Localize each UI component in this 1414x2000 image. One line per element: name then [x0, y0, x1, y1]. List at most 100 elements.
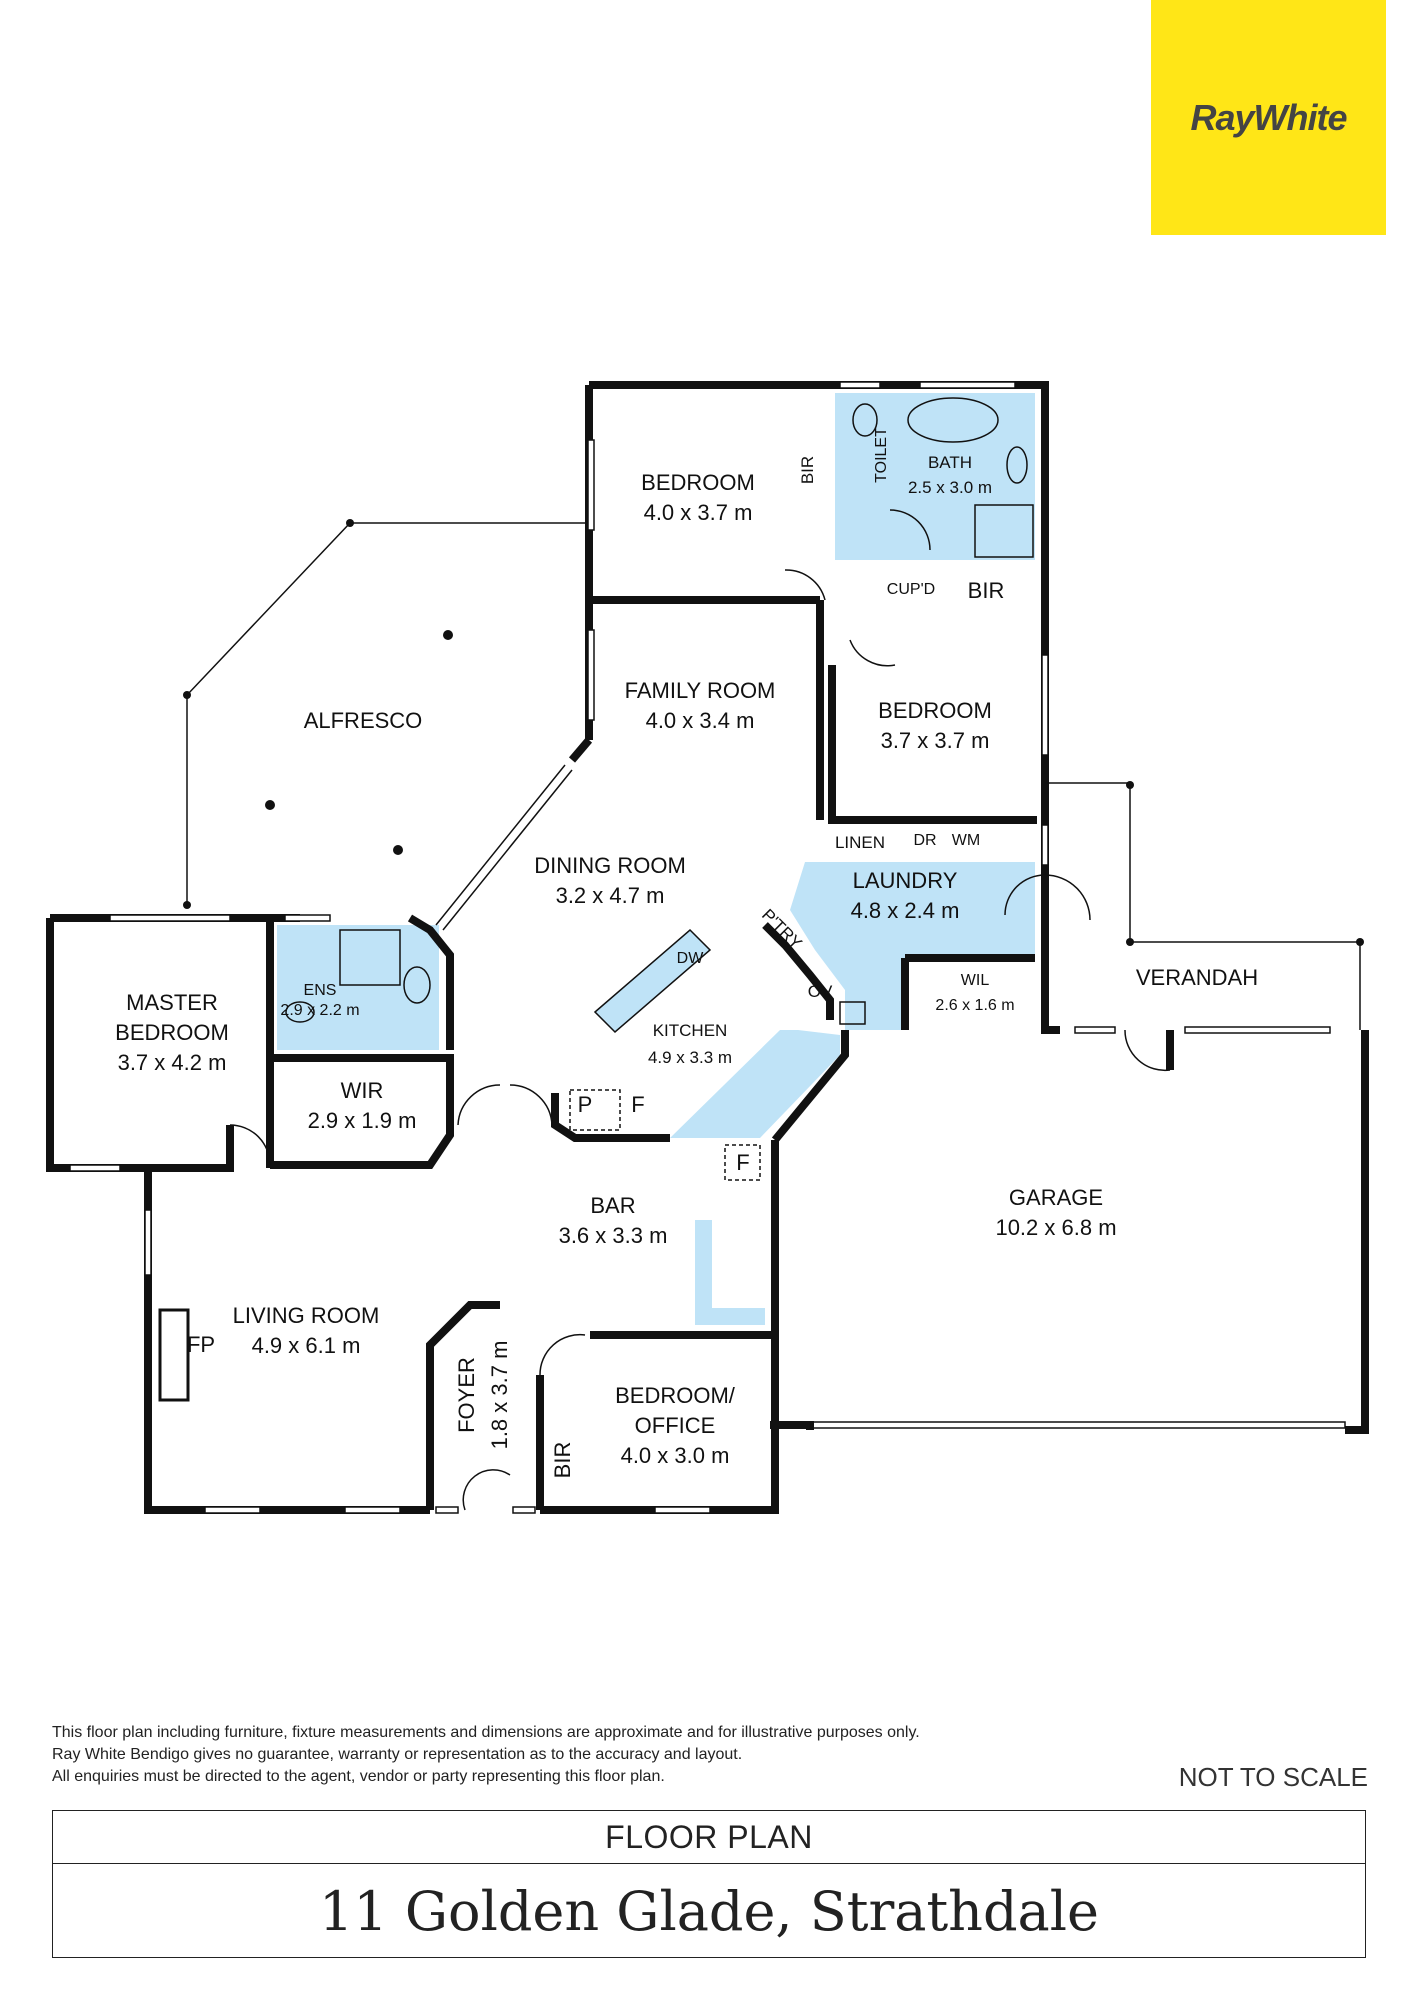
- logo-text: RayWhite: [1190, 96, 1347, 138]
- bir-top-label: BIR: [798, 456, 817, 484]
- fireplace: [158, 1308, 190, 1402]
- kitchen-island: [593, 928, 712, 1034]
- bir-right-label: BIR: [968, 578, 1005, 603]
- room-labels: BEDROOM 4.0 x 3.7 m BIR TOILET BATH 2.5 …: [115, 427, 1258, 1478]
- dr-label: DR: [913, 832, 936, 849]
- ensuite-toilet: [403, 966, 431, 1004]
- post-dot: [265, 800, 275, 810]
- ensuite-area: [277, 925, 439, 1050]
- garage-size: 10.2 x 6.8 m: [995, 1215, 1116, 1240]
- kitchen-bench-area: [670, 1030, 840, 1138]
- floor-plan: BEDROOM 4.0 x 3.7 m BIR TOILET BATH 2.5 …: [46, 381, 1369, 1514]
- disclaimer-line: All enquiries must be directed to the ag…: [52, 1768, 665, 1785]
- sliding-door: [435, 764, 566, 926]
- family-size: 4.0 x 3.4 m: [646, 708, 755, 733]
- wall-garage-right: [1345, 1030, 1369, 1434]
- ens-name: ENS: [304, 982, 337, 999]
- linen-label: LINEN: [835, 833, 885, 852]
- garage-name: GARAGE: [1009, 1185, 1103, 1210]
- bar-size: 3.6 x 3.3 m: [559, 1223, 668, 1248]
- walls: [46, 381, 1369, 1514]
- alfresco-label: ALFRESCO: [304, 708, 423, 733]
- door-swing-7: [509, 1084, 553, 1126]
- wall-wir: [270, 1054, 454, 1169]
- bath-area: [888, 393, 1035, 560]
- window-verandah: [1074, 1026, 1116, 1034]
- post-dot: [183, 691, 191, 699]
- fridge-space-1: [569, 1089, 621, 1131]
- foyer-size: 1.8 x 3.7 m: [487, 1341, 512, 1450]
- laundry-name: LAUNDRY: [853, 868, 958, 893]
- living-name: LIVING ROOM: [233, 1303, 380, 1328]
- post-dot: [1126, 781, 1134, 789]
- post-dot: [346, 519, 354, 527]
- window-bath: [919, 381, 1016, 389]
- window-bedroom: [587, 439, 595, 531]
- ray-white-logo: RayWhite: [1151, 0, 1386, 235]
- master-line1: MASTER: [126, 990, 218, 1015]
- window-living-1: [204, 1506, 261, 1514]
- wil-size: 2.6 x 1.6 m: [935, 997, 1014, 1014]
- ensuite-shower: [339, 929, 401, 986]
- verandah-label: VERANDAH: [1136, 965, 1258, 990]
- bir-office-label: BIR: [550, 1442, 575, 1479]
- disclaimer-line: Ray White Bendigo gives no guarantee, wa…: [52, 1746, 743, 1763]
- dining-name: DINING ROOM: [534, 853, 686, 878]
- wall-ensuite-diag: [407, 914, 454, 1050]
- door-swing-4: [1004, 874, 1046, 916]
- post-dot: [183, 901, 191, 909]
- window-master-top: [109, 914, 231, 922]
- family-name: FAMILY ROOM: [625, 678, 776, 703]
- window-toilet: [839, 381, 881, 389]
- dw-label: DW: [677, 950, 705, 967]
- alfresco-posts: [183, 519, 1364, 946]
- bath-size: 2.5 x 3.0 m: [908, 478, 992, 497]
- dining-size: 3.2 x 4.7 m: [556, 883, 665, 908]
- window-ensuite: [284, 914, 331, 922]
- bath-name: BATH: [928, 453, 972, 472]
- toilet-label: TOILET: [873, 427, 890, 483]
- laundry-area: [790, 862, 1035, 1030]
- window-bedroom-right: [1041, 654, 1049, 756]
- master-line2: BEDROOM: [115, 1020, 229, 1045]
- office-line2: OFFICE: [635, 1413, 716, 1438]
- fridge-space-2: [724, 1144, 761, 1181]
- laundry-size: 4.8 x 2.4 m: [851, 898, 960, 923]
- thin-lines: [69, 381, 1361, 1514]
- wet-areas: [277, 393, 1035, 1325]
- ens-size: 2.9 x 2.2 m: [280, 1002, 359, 1019]
- sliding-door-2: [442, 769, 573, 931]
- door-swing-1: [784, 569, 826, 601]
- door-swing-6: [457, 1084, 501, 1126]
- door-swing-10: [539, 1333, 586, 1376]
- bedroom-right-name: BEDROOM: [878, 698, 992, 723]
- master-size: 3.7 x 4.2 m: [118, 1050, 227, 1075]
- f2-label: F: [736, 1150, 749, 1175]
- wall-kitchen-diag: [771, 1030, 849, 1143]
- door-swing-9: [462, 1469, 511, 1511]
- address-title: 11 Golden Glade, Strathdale: [319, 1879, 1099, 1943]
- door-swing-8: [229, 1124, 271, 1166]
- f1-label: F: [631, 1092, 644, 1117]
- window-laundry: [1041, 824, 1049, 866]
- post-dot: [393, 845, 403, 855]
- door-swing-3: [849, 639, 896, 667]
- wall-top-outer: [589, 381, 1049, 780]
- wir-size: 2.9 x 1.9 m: [308, 1108, 417, 1133]
- disclaimer-line: This floor plan including furniture, fix…: [52, 1724, 920, 1741]
- kitchen-size: 4.9 x 3.3 m: [648, 1048, 732, 1067]
- wm-symbol: [839, 1001, 866, 1025]
- kitchen-name: KITCHEN: [653, 1021, 728, 1040]
- floor-plan-label: FLOOR PLAN: [53, 1811, 1365, 1864]
- wm-label: WM: [952, 832, 980, 849]
- window-foyer-right: [512, 1506, 536, 1514]
- wall-foyer-left: [426, 1301, 500, 1510]
- fp-label: FP: [187, 1332, 215, 1357]
- wir-name: WIR: [341, 1078, 384, 1103]
- shower: [974, 504, 1034, 558]
- window-master-bottom: [69, 1164, 121, 1172]
- living-size: 4.9 x 6.1 m: [252, 1333, 361, 1358]
- bath-basin: [1006, 446, 1028, 484]
- wall-living-outer: [144, 1168, 430, 1514]
- wall-bedroom-right: [828, 665, 1037, 824]
